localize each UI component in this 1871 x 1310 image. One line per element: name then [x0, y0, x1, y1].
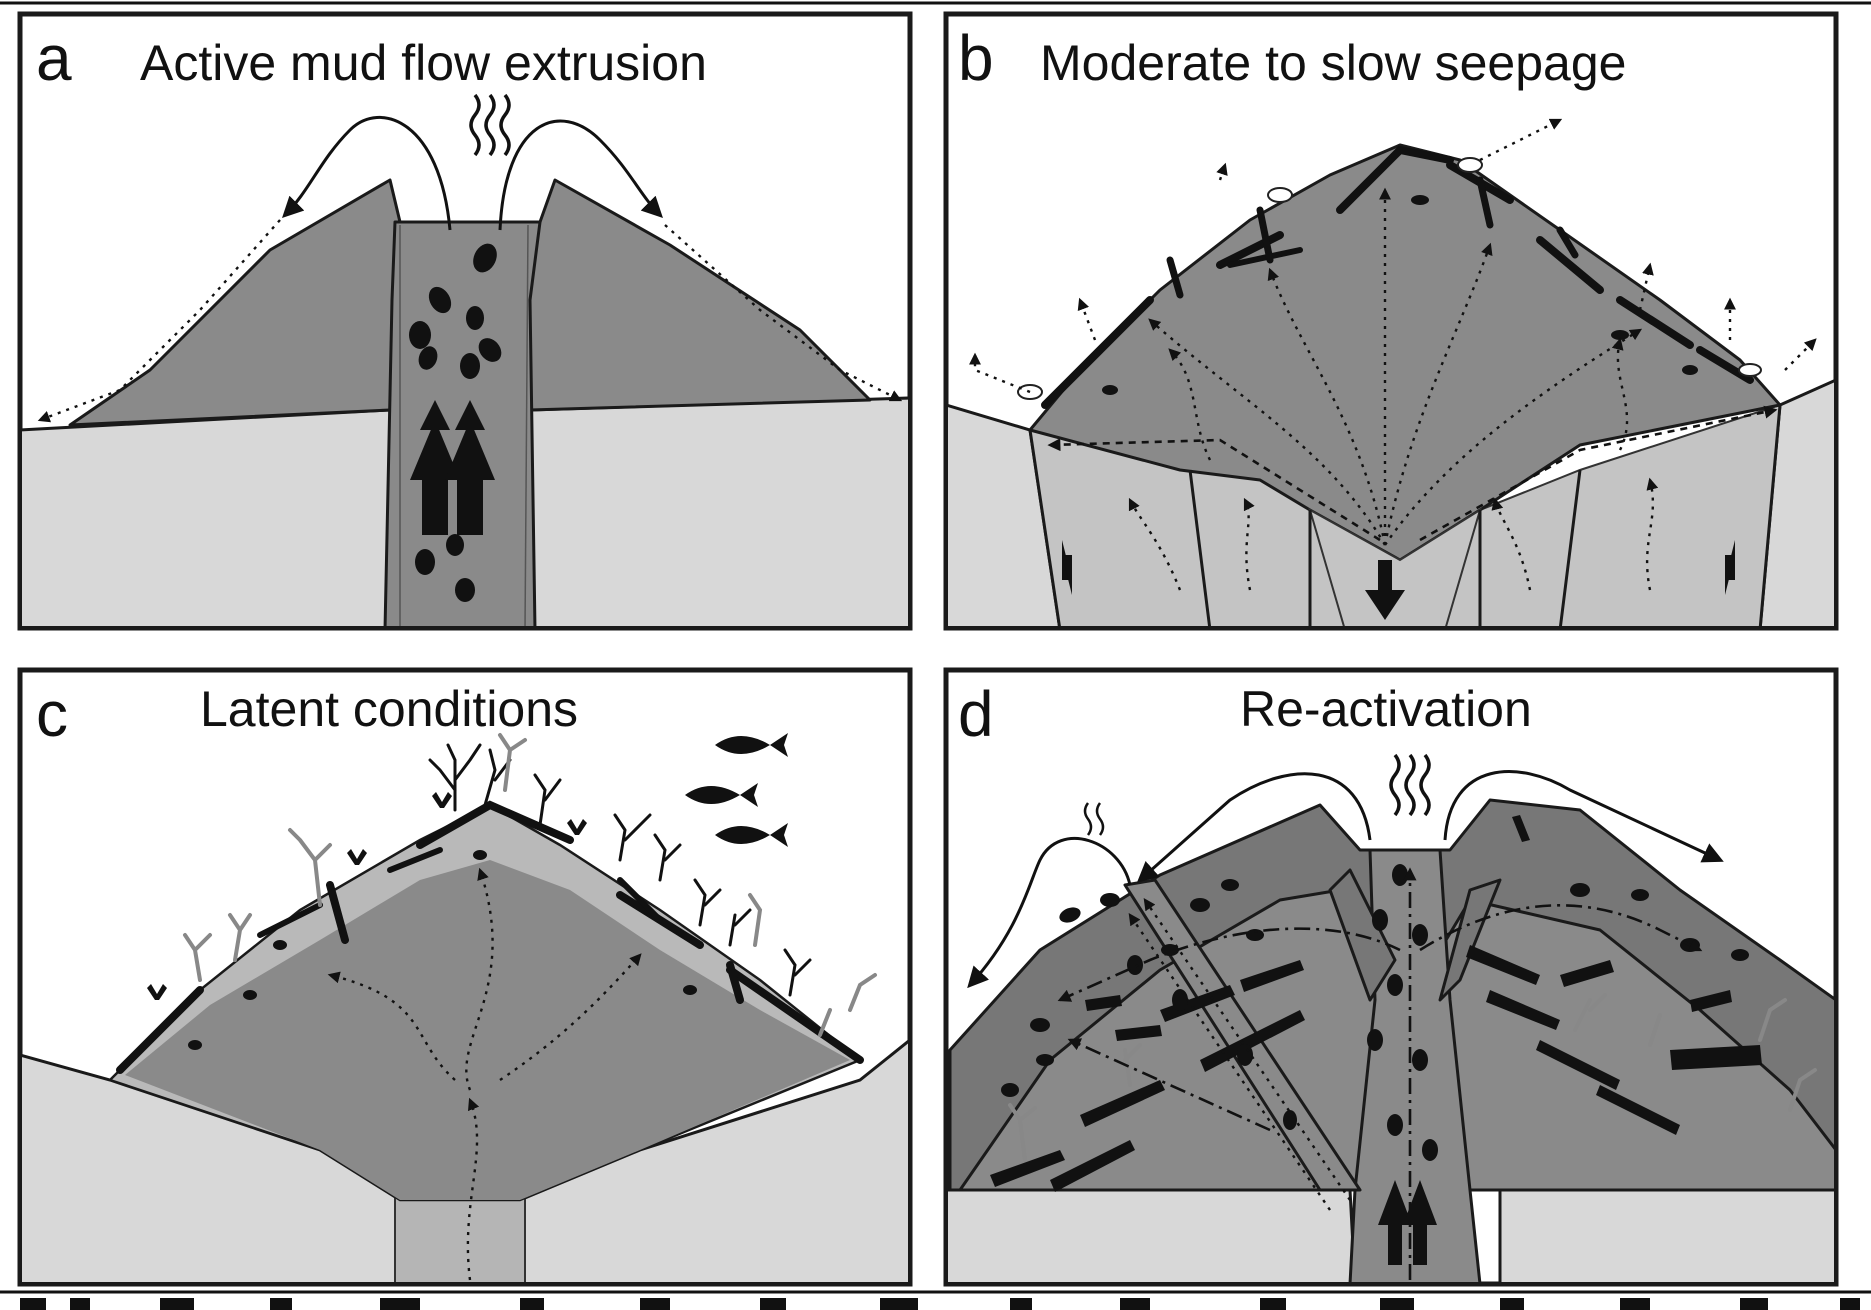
panel-c: c Latent conditions — [17, 667, 913, 1287]
panel-c-crab-mid — [347, 849, 367, 865]
panel-d-upflow-arrows — [1378, 1180, 1437, 1265]
panel-a-upflow-arrows — [410, 400, 495, 535]
panel-c-mud-core — [125, 860, 850, 1200]
panel-b-carbonate-crusts — [1041, 145, 1754, 409]
panel-a-letter: a — [36, 22, 72, 94]
panel-d-mudflow-arrows — [967, 770, 1724, 989]
panel-d-gas-emission — [1083, 753, 1431, 836]
panel-b-mud-cone — [1028, 143, 1782, 562]
panel-b-letter: b — [958, 22, 994, 94]
panel-b-faults — [1028, 404, 1782, 626]
panel-c-fluid-pathways — [327, 867, 642, 1281]
panel-c-carbonate-crusts — [116, 800, 864, 1074]
panel-a-mudflow-arrows — [37, 115, 903, 423]
panel-b-fault-motion-arrow — [1365, 560, 1405, 620]
panel-c-letter: c — [36, 678, 68, 750]
panel-b-title: Moderate to slow seepage — [1040, 35, 1626, 91]
panel-b: b Moderate to slow seepage — [943, 11, 1839, 631]
panel-c-coral-colonies — [183, 733, 877, 1037]
panel-a: a Active mud flow extrusion — [17, 11, 913, 631]
panel-a-mud-clasts — [409, 243, 502, 602]
cropped-caption-fragment — [20, 1298, 1860, 1310]
panel-d-title: Re-activation — [1240, 681, 1532, 737]
panel-a-gas-emission — [469, 93, 511, 157]
panel-b-clam-shells — [1017, 157, 1762, 400]
panel-b-fluid-pathways — [969, 118, 1817, 591]
panel-d-clasts-and-slabs — [990, 815, 1762, 1192]
panel-c-fish — [685, 733, 788, 847]
panel-c-crab-left — [147, 984, 167, 1000]
panel-d: d Re-activation — [943, 667, 1839, 1287]
panel-a-title: Active mud flow extrusion — [140, 35, 707, 91]
panel-d-letter: d — [958, 678, 994, 750]
panel-c-title: Latent conditions — [200, 681, 578, 737]
panel-d-relict-fauna — [1008, 993, 1817, 1162]
panel-b-central-graben — [1308, 507, 1482, 626]
